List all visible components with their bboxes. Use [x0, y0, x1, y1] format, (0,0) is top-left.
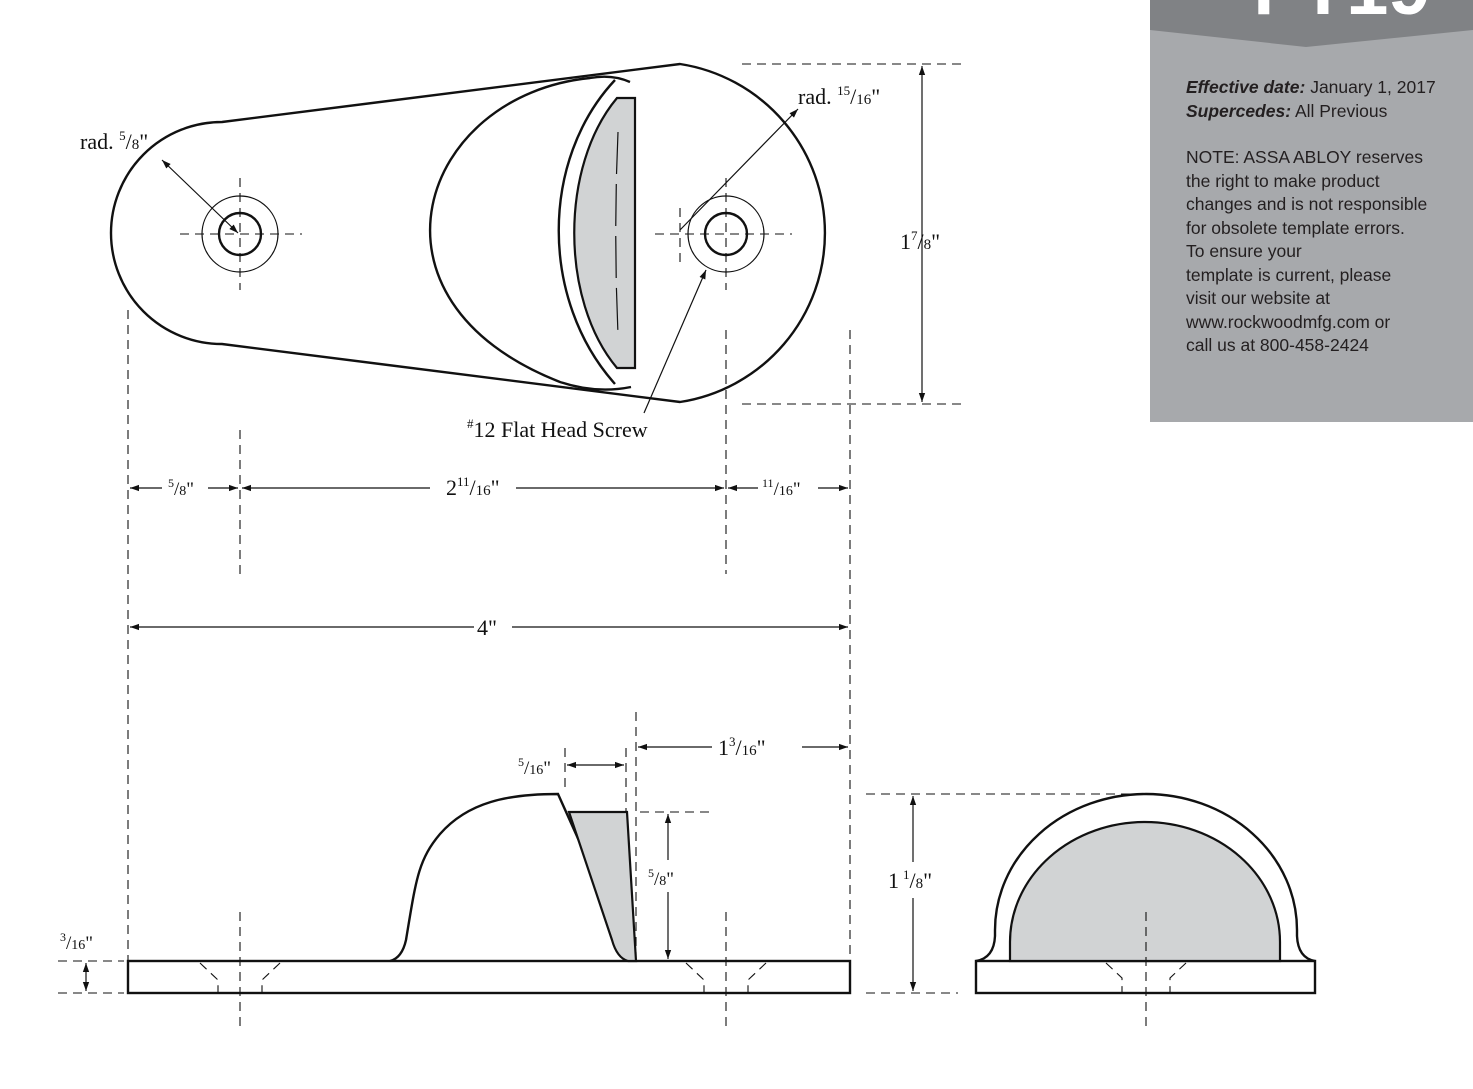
note-line: NOTE: ASSA ABLOY reserves — [1186, 147, 1424, 167]
bumper-crescent — [557, 79, 616, 385]
top-view-dimensions — [127, 63, 962, 994]
rad-large-label: rad. 15/16" — [798, 83, 880, 109]
side-bumper — [567, 810, 638, 963]
supercedes-label: Supercedes: — [1186, 100, 1292, 121]
note-line: template is current, please — [1186, 264, 1392, 285]
info-sidebar — [1150, 0, 1473, 422]
right-screw-hole — [703, 211, 749, 257]
side-view — [126, 792, 852, 1030]
effective-date-label: Effective date: — [1186, 77, 1306, 97]
bumper-face — [573, 96, 637, 370]
side-top-label: 5/16" — [518, 755, 551, 779]
sidebar-text: Effective date: January 1, 2017 Superced… — [1186, 76, 1473, 358]
rad-small-label: rad. 5/8" — [80, 128, 148, 154]
dim-left-label: 5/8" — [168, 476, 194, 500]
side-right-label: 13/16" — [718, 734, 766, 760]
side-dome — [389, 792, 635, 963]
effective-date-value: January 1, 2017 — [1310, 77, 1436, 97]
model-tab-banner — [1150, 0, 1473, 47]
note-line: changes and is not responsible — [1186, 194, 1428, 214]
note-line: visit our website at — [1186, 288, 1330, 308]
dim-mid-label: 211/16" — [446, 474, 500, 500]
base-thickness-label: 3/16" — [60, 930, 93, 954]
side-height-label: 5/8" — [648, 866, 674, 890]
supercedes-row: Supercedes: All Previous — [1186, 100, 1473, 124]
disclaimer-note: NOTE: ASSA ABLOY reserves the right to m… — [1186, 146, 1473, 358]
end-bumper-face — [1008, 820, 1282, 963]
note-line: for obsolete template errors. — [1186, 217, 1405, 238]
screw-label: #12 Flat Head Screw — [467, 416, 648, 442]
side-base-plate — [126, 959, 852, 995]
dome-edge — [428, 75, 632, 391]
end-dome-outer — [975, 792, 1316, 963]
supercedes-value: All Previous — [1294, 100, 1388, 121]
note-line: To ensure your — [1186, 241, 1302, 261]
top-view-outline — [109, 62, 827, 404]
end-view-dimensions — [866, 793, 1146, 994]
website-line[interactable]: www.rockwoodmfg.com or — [1186, 311, 1391, 332]
height-top-label: 17/8" — [900, 228, 940, 254]
effective-date-row: Effective date: January 1, 2017 — [1186, 76, 1473, 100]
model-number: FT19 — [1242, 0, 1442, 32]
dim-right-label: 11/16" — [762, 476, 801, 500]
overall-length-label: 4" — [477, 615, 497, 640]
phone-line: call us at 800-458-2424 — [1186, 335, 1369, 355]
note-line: the right to make product — [1186, 170, 1380, 191]
dimension-labels: rad. 5/8" rad. 15/16" 17/8" #12 Flat Hea… — [60, 83, 940, 954]
side-view-dimensions — [58, 712, 848, 994]
top-view — [109, 62, 827, 414]
end-view — [974, 792, 1317, 1030]
